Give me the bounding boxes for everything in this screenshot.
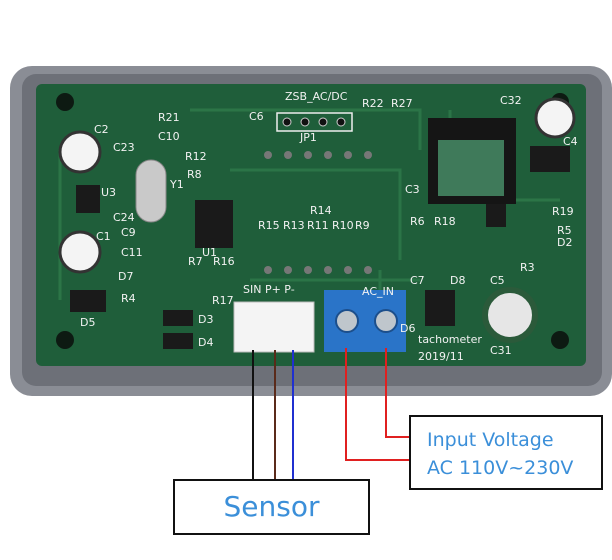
silkscreen-label: C9 (121, 226, 136, 239)
silkscreen-label: AC_IN (362, 285, 394, 298)
silkscreen-label: Y1 (169, 178, 184, 191)
silkscreen-label: R18 (434, 215, 456, 228)
silkscreen-label: R19 (552, 205, 574, 218)
silkscreen-label: R13 (283, 219, 305, 232)
silkscreen-label: C4 (563, 135, 578, 148)
silkscreen-label: R21 (158, 111, 180, 124)
silkscreen-label: ZSB_AC/DC (285, 90, 348, 103)
silkscreen-label: C3 (405, 183, 420, 196)
silkscreen-label: SIN P+ P- (243, 283, 295, 296)
silkscreen-label: R4 (121, 292, 136, 305)
silkscreen-label: R14 (310, 204, 332, 217)
silkscreen-label: D3 (198, 313, 213, 326)
wire-red-right (385, 348, 410, 438)
sensor-callout: Sensor (173, 479, 370, 535)
silkscreen-label: R17 (212, 294, 234, 307)
wire-red-left (345, 348, 410, 461)
input-voltage-range: AC 110V~230V (427, 457, 574, 479)
silkscreen-label: U1 (202, 246, 217, 259)
silkscreen-label: R27 (391, 97, 413, 110)
chip-u1 (195, 200, 233, 248)
silkscreen-label: D8 (450, 274, 465, 287)
silkscreen-label: C5 (490, 274, 505, 287)
silkscreen-label: D6 (400, 322, 415, 335)
silkscreen-label: R22 (362, 97, 384, 110)
silkscreen-label: 2019/11 (418, 350, 464, 363)
silkscreen-label: R10 (332, 219, 354, 232)
silkscreen-label: D7 (118, 270, 133, 283)
capacitor-c32 (534, 97, 576, 139)
capacitor-c1 (58, 230, 102, 274)
silkscreen-label: C24 (113, 211, 135, 224)
silkscreen-label: C6 (249, 110, 264, 123)
silkscreen-label: R3 (520, 261, 535, 274)
silkscreen-label: R11 (307, 219, 329, 232)
silkscreen-label: C32 (500, 94, 522, 107)
silkscreen-label: JP1 (299, 131, 317, 144)
silkscreen-label: R7 (188, 255, 203, 268)
silkscreen-label: U3 (101, 186, 116, 199)
capacitor-c31 (482, 287, 538, 343)
input-voltage-callout: Input Voltage AC 110V~230V (409, 415, 603, 490)
silkscreen-label: C7 (410, 274, 425, 287)
sensor-label: Sensor (223, 490, 320, 523)
silkscreen-label: C11 (121, 246, 143, 259)
silkscreen-label: D5 (80, 316, 95, 329)
silkscreen-label: R15 (258, 219, 280, 232)
silkscreen-label: C23 (113, 141, 135, 154)
silkscreen-label: D4 (198, 336, 213, 349)
silkscreen-label: C1 (96, 230, 111, 243)
sensor-connector (233, 301, 315, 353)
silkscreen-label: C2 (94, 123, 109, 136)
silkscreen-label: D2 (557, 236, 572, 249)
crystal-y1 (135, 159, 167, 223)
capacitor-c2 (58, 130, 102, 174)
input-voltage-title: Input Voltage (427, 429, 554, 451)
silkscreen-label: R6 (410, 215, 425, 228)
silkscreen-label: tachometer (418, 333, 482, 346)
silkscreen-label: C10 (158, 130, 180, 143)
silkscreen-label: R12 (185, 150, 207, 163)
silkscreen-label: R16 (213, 255, 235, 268)
regulator-u3 (76, 185, 100, 213)
silkscreen-label: R8 (187, 168, 202, 181)
silkscreen-label: R5 (557, 224, 572, 237)
silkscreen-label: C31 (490, 344, 512, 357)
silkscreen-label: R9 (355, 219, 370, 232)
